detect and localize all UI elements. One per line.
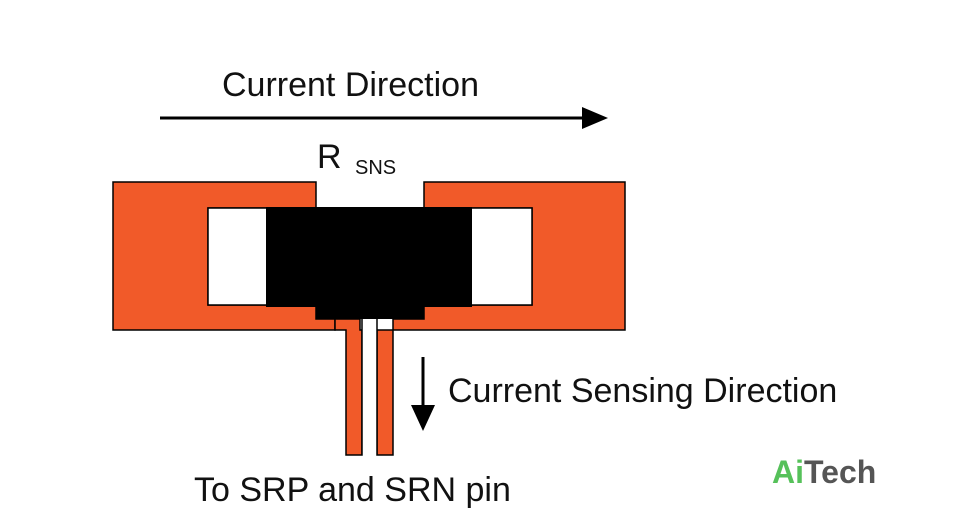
pin-destination-label: To SRP and SRN pin	[194, 471, 511, 509]
arrow-down-icon	[411, 357, 435, 431]
rsns-symbol: R	[317, 138, 342, 176]
resistor-body	[266, 207, 472, 307]
kelvin-gap	[362, 319, 377, 455]
rsns-symbol-label: R SNS	[317, 138, 396, 179]
left-terminal	[207, 207, 269, 306]
srp-trace	[334, 318, 363, 456]
copper-pad	[112, 181, 626, 456]
aitech-logo: AiTech	[772, 454, 876, 490]
logo-part-b: Tech	[804, 454, 876, 490]
arrow-right-icon	[160, 107, 608, 129]
current-sensing-direction-label: Current Sensing Direction	[448, 372, 837, 410]
srn-trace	[376, 329, 394, 456]
right-terminal	[469, 207, 533, 306]
current-direction-label: Current Direction	[222, 66, 479, 104]
logo-part-a: Ai	[772, 454, 804, 490]
resistor-body-bottom	[316, 300, 424, 319]
rsns-subscript: SNS	[355, 157, 396, 179]
